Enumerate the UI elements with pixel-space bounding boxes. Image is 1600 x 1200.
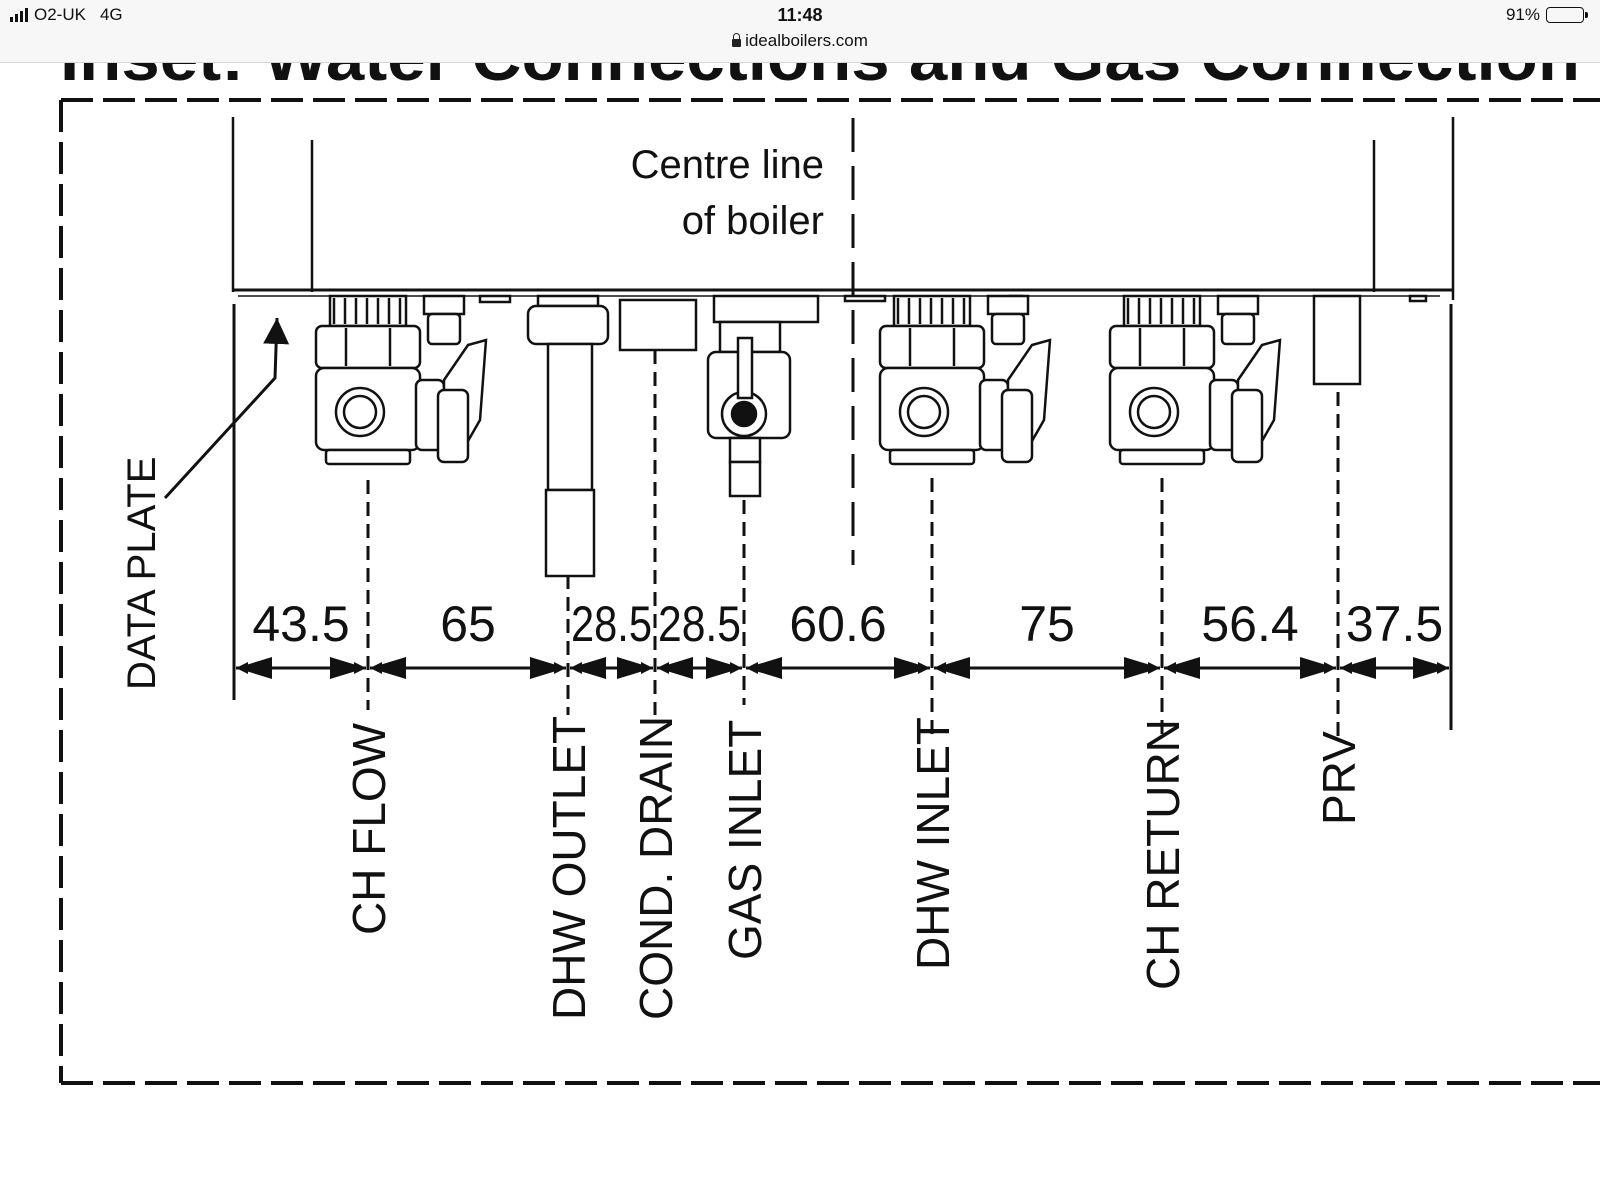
nut [314, 324, 422, 370]
connection-label: CH RETURN [1137, 719, 1189, 990]
lock-icon [732, 33, 742, 47]
drain-nut [990, 312, 1026, 346]
carrier-name: O2-UK [34, 5, 86, 24]
drain-thread [986, 294, 1030, 316]
lever-body [1000, 388, 1034, 464]
fittings [314, 294, 1362, 578]
dimension-value: 43.5 [252, 596, 349, 652]
prv-pipe [1312, 294, 1362, 386]
centre-label-line2: of boiler [682, 199, 824, 243]
nut [878, 324, 986, 370]
gas-port-inner [730, 400, 758, 428]
arrowhead [746, 657, 782, 679]
dimension-value: 28.5 [571, 596, 652, 652]
valve-base [1118, 448, 1206, 466]
ch-flow-valve [314, 294, 488, 466]
ch-return-valve [1108, 294, 1282, 466]
gas-lower [728, 436, 762, 464]
arrowhead [530, 657, 566, 679]
dimension-value: 56.4 [1201, 596, 1298, 652]
arrowhead [1300, 657, 1336, 679]
boiler-casing [231, 117, 1455, 304]
dashed-frame [59, 98, 1600, 1085]
outlet-thread [536, 294, 600, 308]
valve-port-inner [342, 394, 378, 430]
arrowhead [236, 657, 272, 679]
gas-handle [736, 336, 754, 400]
connection-label: GAS INLET [719, 720, 771, 960]
drain-thread [1216, 294, 1260, 316]
connection-label: DHW OUTLET [543, 716, 595, 1020]
network-type: 4G [99, 5, 123, 24]
condensate-drain-spigot [618, 298, 698, 352]
drain-nut [1220, 312, 1256, 346]
arrowhead [330, 657, 366, 679]
connection-label: PRV [1313, 731, 1365, 825]
dhw-outlet-pipe [526, 294, 610, 578]
dimension-value: 28.5 [658, 596, 741, 652]
outlet-nut [526, 304, 610, 346]
status-right: 91% [1505, 5, 1588, 25]
data-plate-pointer [163, 317, 290, 500]
drain-nut [426, 312, 462, 346]
connection-centre-lines [366, 350, 1340, 740]
lever-body [436, 388, 470, 464]
signal-icon [10, 8, 28, 22]
gas-top-block [712, 294, 820, 324]
valve-base [888, 448, 976, 466]
arrowhead [617, 657, 653, 679]
arrowhead [894, 657, 930, 679]
clock: 11:48 [777, 5, 823, 25]
connection-label: CH FLOW [343, 722, 395, 935]
arrowhead [1164, 657, 1200, 679]
connection-labels: CH FLOW DHW OUTLET COND. DRAIN GAS INLET DHW… [343, 716, 1365, 1020]
arrowhead [570, 657, 606, 679]
gas-inlet-valve [706, 294, 820, 498]
data-plate-label: DATA PLATE [120, 457, 164, 690]
valve-base [324, 448, 412, 466]
status-bar: O2-UK 4G 11:48 idealboilers.com 91% [0, 0, 1600, 63]
dimension-value: 75 [1019, 596, 1075, 652]
outlet-tail [544, 488, 596, 578]
dhw-inlet-valve [878, 294, 1052, 466]
arrowhead [370, 657, 406, 679]
centre-label-line1: Centre line [631, 143, 824, 187]
lever-body [1230, 388, 1264, 464]
arrowhead [1124, 657, 1160, 679]
nut [1108, 324, 1216, 370]
battery-icon [1546, 7, 1588, 23]
battery-percent: 91% [1505, 5, 1540, 24]
url-text: idealboilers.com [745, 31, 868, 50]
arrowhead [1413, 657, 1449, 679]
arrowhead [657, 657, 693, 679]
outlet-bend [546, 342, 594, 492]
connection-label: DHW INLET [907, 717, 959, 970]
dimension-value: 60.6 [789, 596, 886, 652]
drain-thread [422, 294, 466, 316]
dimension-value: 37.5 [1346, 596, 1443, 652]
gas-tail [728, 460, 762, 498]
address-bar[interactable]: idealboilers.com [0, 31, 1600, 51]
arrowhead [1340, 657, 1376, 679]
valve-port-inner [1136, 394, 1172, 430]
arrowhead [934, 657, 970, 679]
connection-label: COND. DRAIN [630, 716, 682, 1020]
dimension-value: 65 [440, 596, 496, 652]
status-left: O2-UK 4G [10, 5, 123, 25]
valve-port-inner [906, 394, 942, 430]
arrowhead [706, 657, 742, 679]
